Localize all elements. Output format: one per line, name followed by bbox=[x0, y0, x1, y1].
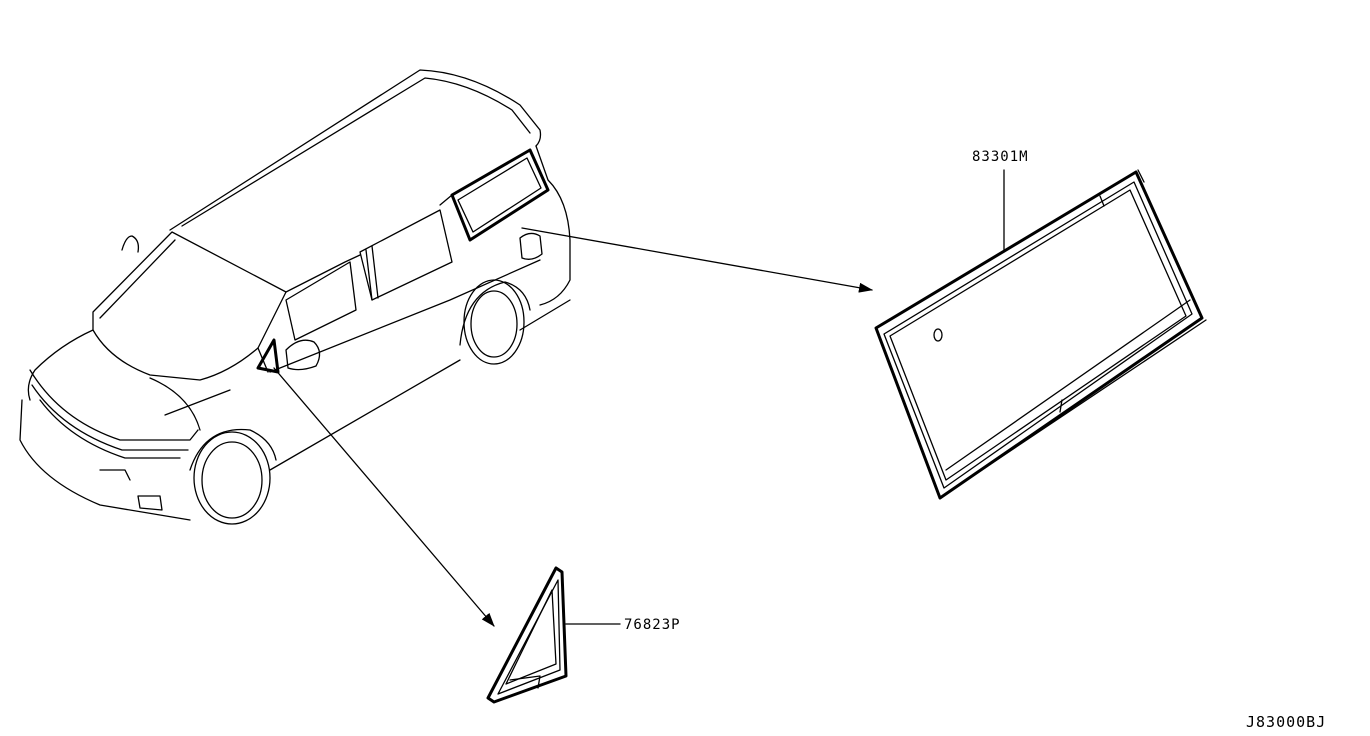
glass-clip-mark bbox=[933, 328, 943, 342]
vehicle-illustration bbox=[19, 69, 571, 525]
vehicle-windshield bbox=[92, 231, 287, 381]
arrow-to-rear-glass bbox=[521, 227, 873, 293]
diagram-code-label: J83000BJ bbox=[1246, 713, 1327, 731]
rear-side-window-glass bbox=[874, 169, 1207, 500]
vehicle-grille bbox=[29, 369, 199, 441]
part-number-label-rear-glass: 83301M bbox=[972, 149, 1029, 165]
front-corner-glass bbox=[486, 566, 568, 704]
vehicle-front-wheel bbox=[193, 431, 271, 525]
vehicle-hood bbox=[27, 329, 94, 401]
part-number-label-corner-glass: 76823P bbox=[624, 617, 681, 633]
vehicle-front-corner-window bbox=[256, 338, 280, 374]
vehicle-roof bbox=[169, 69, 542, 231]
vehicle-rear-quarter-window bbox=[450, 148, 550, 242]
arrow-to-corner-glass bbox=[273, 367, 495, 627]
vehicle-rear-wheel bbox=[463, 279, 525, 365]
vehicle-side-windows bbox=[285, 261, 357, 341]
